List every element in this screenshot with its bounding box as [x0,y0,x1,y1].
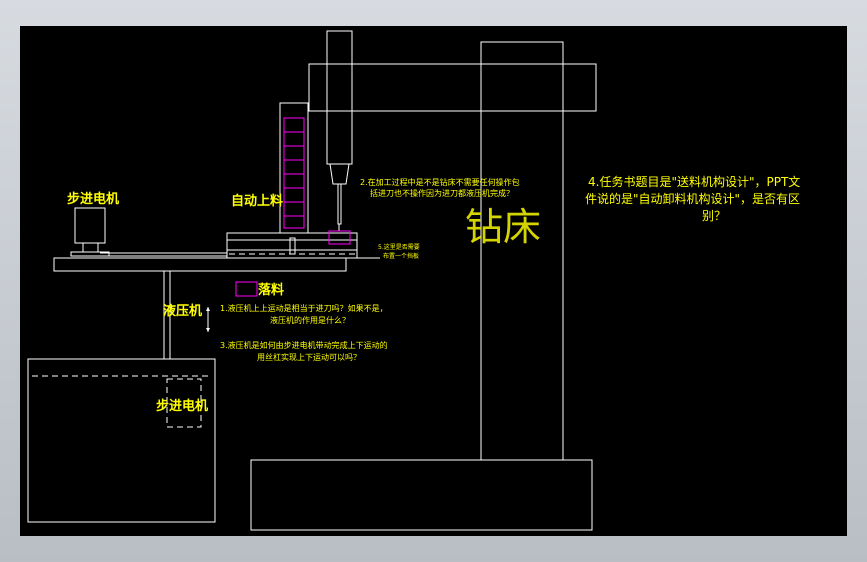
label-stepper-motor-bottom: 步进电机 [156,398,208,414]
label-hydraulic: 液压机 [163,303,202,319]
label-stepper-motor-top: 步进电机 [67,191,119,207]
lower-motor-outline [166,378,202,428]
note-q3-line1: 3.液压机是如何由步进电机带动完成上下运动的 [220,340,388,350]
note-q3-line2: 用丝杠实现上下运动可以吗？ [257,352,361,362]
workpiece-position [328,230,351,245]
motor-mount [82,242,99,253]
label-blanking: 落料 [258,282,284,298]
blanking-chute [235,281,258,297]
label-auto-feed: 自动上料 [231,193,283,209]
slide-post [289,237,296,255]
motor-foot [70,251,110,257]
note-q4-line3: 别？ [702,209,726,223]
drill-chuck [329,163,350,185]
drill-arm [308,63,597,112]
worktable [53,230,380,272]
note-q4-line1: 4.任务书题目是"送料机构设计"，PPT文 [588,174,800,189]
drill-column [480,41,564,461]
note-q4-line2: 件说的是"自动卸料机构设计"，是否有区 [585,191,800,206]
hydraulic-unit [27,271,216,523]
note-q2-line2: 括进刀也不操作因为进刀都液压机完成？ [370,188,514,198]
note-q2-line1: 2.在加工过程中是不是钻床不需要任何操作包 [360,177,520,187]
drill-spindle-housing [326,30,353,165]
note-q1-line1: 1.液压机上上运动是相当于进刀吗？如果不是， [220,303,388,313]
motor-body [74,207,106,244]
drill-bit [337,183,342,225]
label-drill: 钻床 [465,205,541,249]
drill-press [250,30,597,531]
worktable-plate [53,257,347,272]
note-q1-line2: 液压机的作用是什么？ [270,315,350,325]
cad-drawing: 步进电机 自动上料 落料 液压机 步进电机 钻床 1.液压机上上运动是相当于进刀… [27,30,800,531]
note-q5-line1: 5.这里是否需要 [378,243,420,251]
arrow-up [206,307,210,311]
stepper-motor-top [70,207,110,257]
drawing-canvas[interactable]: 步进电机 自动上料 落料 液压机 步进电机 钻床 1.液压机上上运动是相当于进刀… [20,26,847,536]
arrow-down [206,328,210,332]
note-q5-line2: 布置一个挡板 [383,252,419,260]
feed-magazine [279,102,309,234]
drill-base [250,459,593,531]
magazine-stack [283,117,305,229]
hydraulic-base [27,358,216,523]
